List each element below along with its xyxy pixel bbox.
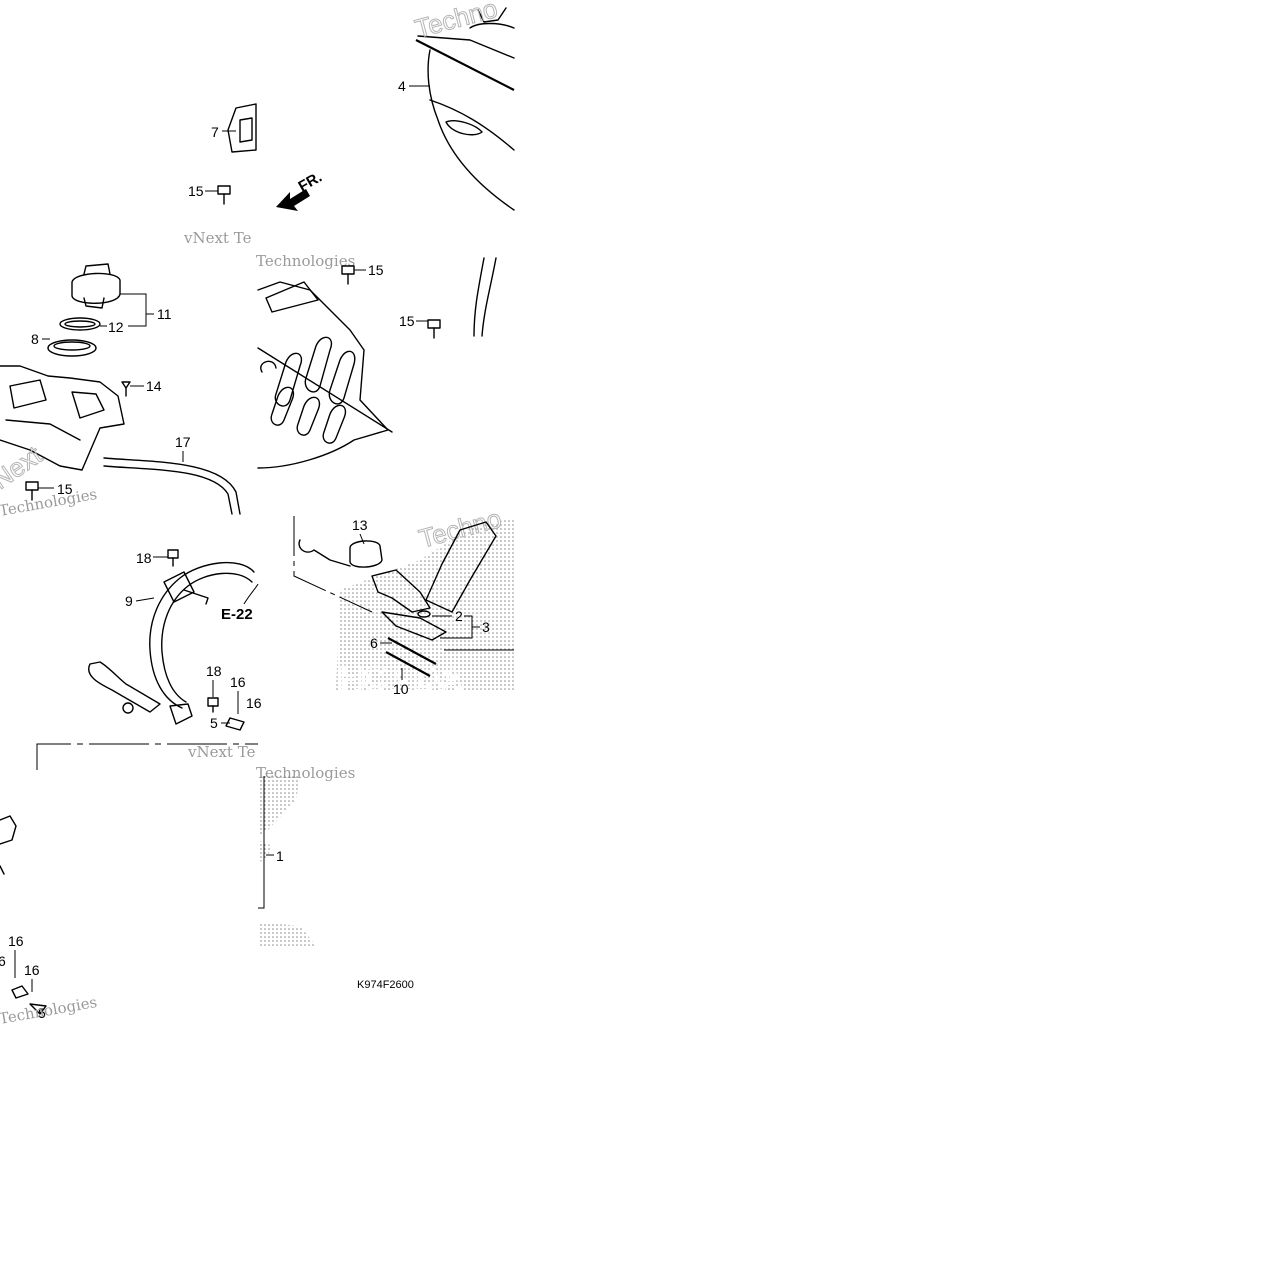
svg-text:9: 9: [125, 593, 133, 609]
svg-text:11: 11: [157, 306, 172, 322]
watermark-vnext-2: vNext Te: [187, 743, 256, 761]
svg-text:13: 13: [352, 517, 368, 533]
svg-text:Technologies: Technologies: [0, 993, 98, 1028]
callout-16a: 16: [230, 674, 246, 714]
svg-text:Techno: Techno: [412, 0, 501, 44]
watermark-technologies-1: Technologies: [256, 252, 355, 270]
filler-housing-drawing: [0, 365, 125, 471]
callout-16d: 16: [24, 962, 40, 992]
svg-text:5: 5: [38, 1005, 46, 1021]
bracket-drawing: [227, 103, 257, 153]
watermark-technologies-2: Technologies: [0, 485, 98, 520]
svg-text:14: 14: [146, 378, 162, 394]
lower-left-fragment-drawing: [0, 815, 47, 1015]
gasket-12-drawing: [59, 317, 101, 331]
callout-15d: 15: [38, 481, 73, 497]
callout-13: 13: [352, 517, 368, 545]
bolt-18-lower-drawing: [207, 697, 219, 713]
callout-3: 3: [440, 615, 490, 639]
svg-text:1: 1: [276, 848, 284, 864]
honda-watermark-dotted-region: HONDA: [336, 518, 514, 699]
svg-text:16: 16: [24, 962, 40, 978]
svg-text:8: 8: [31, 331, 39, 347]
fuel-tank-drawing: [415, 7, 515, 211]
svg-text:15: 15: [57, 481, 73, 497]
tank-1-dotted-region: [258, 776, 318, 948]
callout-14: 14: [130, 378, 162, 394]
svg-text:FR.: FR.: [296, 169, 325, 196]
hose-9-drawing: [88, 561, 255, 725]
callout-15b: 15: [354, 262, 384, 278]
assembly-bracket-line: [36, 743, 258, 770]
callout-4: 4: [398, 78, 430, 94]
callout-16b: 16: [246, 695, 262, 711]
callout-6a: 6: [370, 635, 392, 651]
svg-text:15: 15: [368, 262, 384, 278]
watermark-next-outline: Next: [0, 439, 48, 496]
svg-text:15: 15: [188, 183, 204, 199]
svg-text:6: 6: [370, 635, 378, 651]
callout-11: 11: [120, 293, 172, 327]
fuel-cap-drawing: [71, 263, 121, 309]
svg-text:16: 16: [246, 695, 262, 711]
svg-text:K974F2600: K974F2600: [357, 979, 414, 991]
callout-15a: 15: [188, 183, 218, 199]
bolt-15-cover-right-drawing: [427, 319, 441, 339]
bolt-15-drawing: [217, 185, 231, 205]
callout-6b: 6: [0, 953, 6, 969]
hose-17-drawing: [103, 457, 241, 515]
callout-9: 9: [125, 593, 155, 609]
svg-text:Technologies: Technologies: [256, 252, 355, 270]
callout-5b: 5: [38, 1005, 46, 1021]
drawing-code: K974F2600: [357, 979, 414, 991]
callout-2: 2: [432, 608, 463, 624]
svg-text:2: 2: [455, 608, 463, 624]
screw-14-drawing: [121, 381, 131, 397]
callout-10: 10: [393, 668, 409, 697]
svg-text:vNext Te: vNext Te: [187, 743, 256, 761]
fuel-pump-drawing: [298, 521, 497, 677]
svg-text:17: 17: [175, 434, 191, 450]
bolt-15-cover-top-drawing: [341, 265, 355, 285]
callout-18b: 18: [206, 663, 222, 697]
svg-text:10: 10: [393, 681, 409, 697]
watermark-techno-outline-1: Techno: [411, 0, 501, 44]
svg-text:7: 7: [211, 124, 219, 140]
reference-e22: E-22: [221, 583, 259, 623]
callout-7: 7: [211, 124, 236, 140]
svg-text:Technologies: Technologies: [0, 485, 98, 520]
svg-text:5: 5: [210, 715, 218, 731]
svg-text:15: 15: [399, 313, 415, 329]
callout-18a: 18: [136, 550, 168, 566]
svg-text:3: 3: [482, 619, 490, 635]
svg-text:Next: Next: [0, 439, 48, 495]
watermark-vnext-1: vNext Te: [183, 229, 252, 247]
callout-8: 8: [31, 331, 50, 347]
callout-1: 1: [258, 776, 284, 909]
drain-tube-drawing: [473, 257, 497, 337]
callout-15c: 15: [399, 313, 428, 329]
callout-5a: 5: [210, 715, 245, 731]
pump-bracket-line: [293, 516, 373, 613]
tank-cover-drawing: [257, 281, 393, 469]
svg-text:16: 16: [230, 674, 246, 690]
svg-text:18: 18: [136, 550, 152, 566]
callout-12: 12: [100, 319, 124, 335]
callout-17: 17: [175, 434, 191, 462]
svg-text:4: 4: [398, 78, 406, 94]
svg-text:HONDA: HONDA: [338, 660, 463, 698]
bolt-15-lower-drawing: [25, 481, 39, 501]
callout-16c: 16: [8, 933, 24, 978]
svg-text:E-22: E-22: [221, 606, 253, 623]
svg-text:6: 6: [0, 953, 6, 969]
svg-text:16: 16: [8, 933, 24, 949]
svg-text:12: 12: [108, 319, 124, 335]
front-direction-arrow: FR.: [276, 169, 325, 211]
ring-8-drawing: [47, 339, 97, 357]
svg-text:vNext Te: vNext Te: [183, 229, 252, 247]
watermark-technologies-4: Technologies: [0, 993, 98, 1028]
bolt-18-top-drawing: [167, 549, 179, 567]
svg-text:18: 18: [206, 663, 222, 679]
